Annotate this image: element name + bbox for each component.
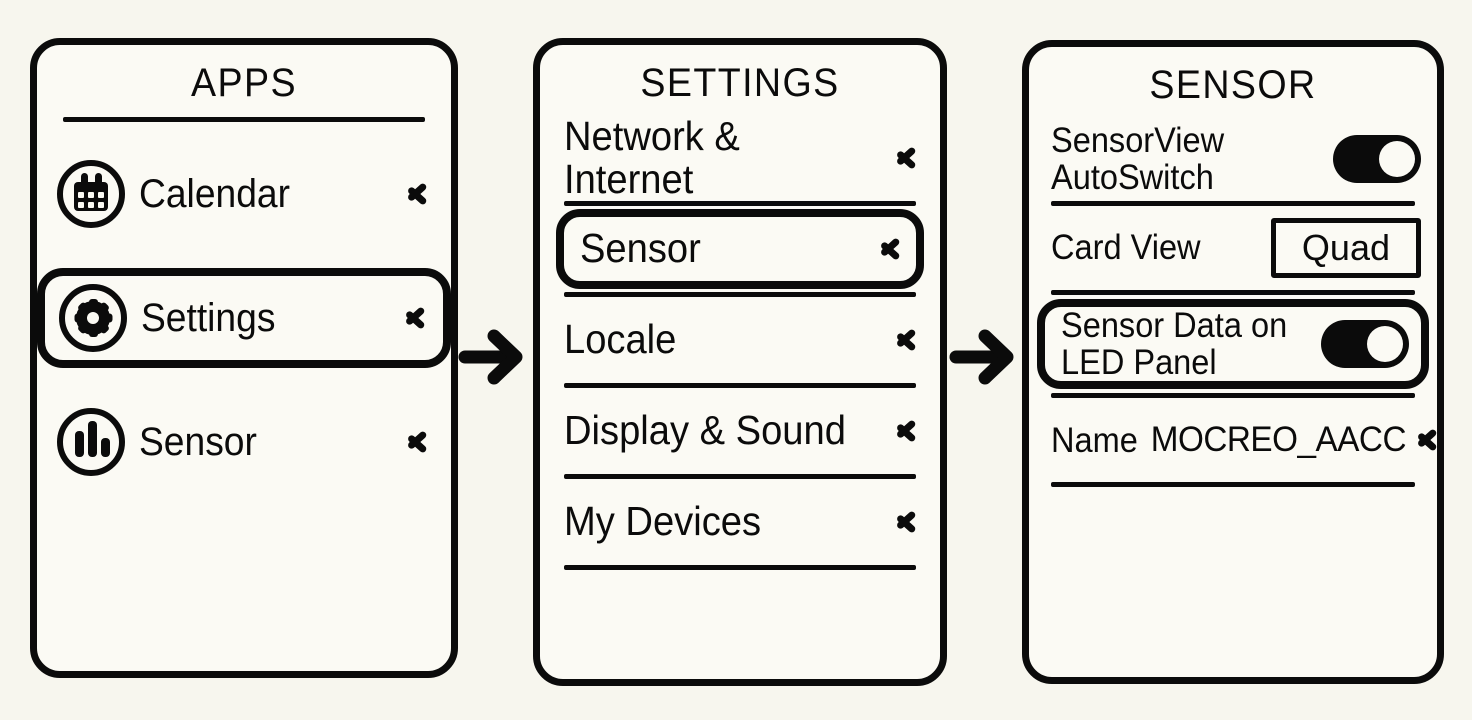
gear-icon: [59, 284, 127, 352]
settings-item-network-and-internet-label: Network & Internet: [564, 112, 740, 202]
list-divider: [1051, 482, 1415, 488]
chevron-right-icon: [896, 503, 918, 541]
flow-arrow-2-icon: [948, 320, 1022, 394]
settings-item-locale[interactable]: Locale: [542, 297, 938, 383]
list-divider: [564, 201, 916, 206]
sensor-item-name-label: Name: [1051, 420, 1138, 460]
apps-panel-title: APPS: [191, 61, 297, 105]
sensorview-autoswitch-toggle[interactable]: [1333, 135, 1421, 183]
list-divider: [564, 565, 916, 570]
list-divider: [1051, 393, 1415, 399]
chevron-right-icon: [896, 321, 918, 359]
apps-menu-list: Calendar Settings: [37, 144, 451, 492]
apps-item-settings[interactable]: Settings: [37, 268, 451, 368]
apps-screen-panel: APPS Calendar: [30, 38, 458, 678]
title-divider: [63, 117, 425, 122]
sensor-item-card-view[interactable]: Card View Quad: [1029, 210, 1437, 286]
chevron-right-icon: [896, 139, 918, 177]
settings-panel-title: SETTINGS: [640, 61, 840, 105]
sensor-screen-panel: SENSOR SensorView AutoSwitch Card View Q…: [1022, 40, 1444, 684]
calendar-icon: [57, 160, 125, 228]
list-divider: [564, 383, 916, 388]
apps-item-sensor-label: Sensor: [139, 419, 257, 464]
list-divider: [564, 292, 916, 297]
toggle-knob: [1379, 141, 1415, 177]
sensor-item-sensor-data-on-led-panel[interactable]: Sensor Data on LED Panel: [1037, 299, 1429, 390]
sensor-settings-list: SensorView AutoSwitch Card View Quad Sen…: [1029, 121, 1437, 488]
chevron-right-icon: [405, 299, 427, 337]
chevron-right-icon: [407, 175, 429, 213]
apps-item-settings-label: Settings: [141, 295, 276, 340]
chevron-right-icon: [880, 230, 902, 268]
list-divider: [564, 474, 916, 479]
sensor-item-sensorview-autoswitch-label: SensorView AutoSwitch: [1051, 120, 1225, 197]
settings-item-display-and-sound-label: Display & Sound: [564, 407, 846, 454]
settings-item-locale-label: Locale: [564, 316, 677, 363]
chevron-right-icon: [896, 412, 918, 450]
settings-item-sensor[interactable]: Sensor: [556, 209, 924, 289]
toggle-knob: [1367, 326, 1403, 363]
sensor-item-card-view-label: Card View: [1051, 228, 1201, 268]
settings-item-my-devices-label: My Devices: [564, 498, 762, 545]
apps-item-calendar-label: Calendar: [139, 171, 290, 216]
settings-screen-panel: SETTINGS Network & Internet Sensor Local…: [533, 38, 947, 686]
list-divider: [1051, 290, 1415, 295]
settings-item-network-and-internet[interactable]: Network & Internet: [542, 112, 938, 202]
settings-item-display-and-sound[interactable]: Display & Sound: [542, 388, 938, 474]
sensor-data-on-led-panel-toggle[interactable]: [1321, 320, 1409, 369]
sensor-item-sensorview-autoswitch[interactable]: SensorView AutoSwitch: [1029, 121, 1437, 197]
list-divider: [1051, 201, 1415, 206]
settings-item-sensor-label: Sensor: [580, 225, 701, 272]
chevron-right-icon: [1417, 421, 1437, 459]
sensor-device-name-value: MOCREO_AACC: [1151, 420, 1407, 460]
sensor-item-name[interactable]: Name MOCREO_AACC: [1029, 402, 1437, 478]
settings-item-my-devices[interactable]: My Devices: [542, 479, 938, 565]
apps-item-calendar[interactable]: Calendar: [37, 144, 451, 244]
bar-chart-icon: [57, 408, 125, 476]
apps-item-sensor[interactable]: Sensor: [37, 392, 451, 492]
sensor-panel-title: SENSOR: [1149, 63, 1317, 107]
flow-arrow-1-icon: [457, 320, 531, 394]
sensor-name-value-group: MOCREO_AACC: [1144, 420, 1437, 460]
card-view-value[interactable]: Quad: [1270, 218, 1421, 278]
chevron-right-icon: [407, 423, 429, 461]
settings-menu-list: Network & Internet Sensor Locale Display…: [540, 112, 940, 570]
sensor-item-sensor-data-on-led-panel-label: Sensor Data on LED Panel: [1061, 306, 1288, 383]
